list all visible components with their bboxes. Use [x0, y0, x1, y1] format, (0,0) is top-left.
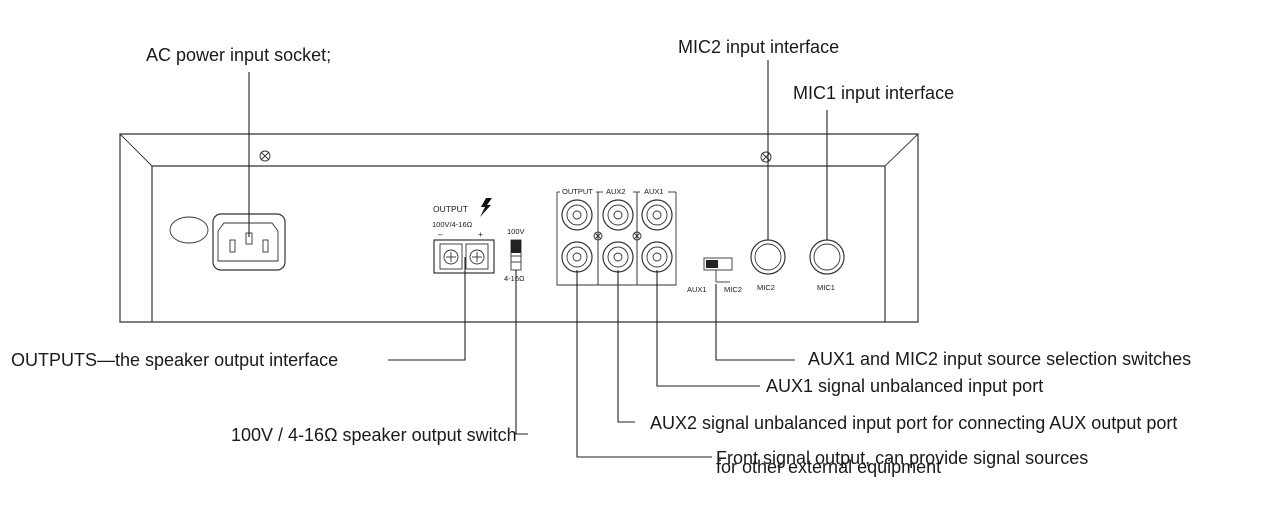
vent-hole — [169, 216, 209, 244]
selector-mic2-label: MIC2 — [724, 285, 742, 294]
switch-4-16-label: 4-16Ω — [504, 274, 525, 283]
jack-aux1-label: AUX1 — [644, 187, 664, 196]
rca-jack-group: OUTPUT AUX2 AUX1 — [556, 187, 677, 286]
callout-mic1-interface: MIC1 input interface — [793, 83, 954, 103]
selector-aux1-label: AUX1 — [687, 285, 707, 294]
rca-jack-icon — [561, 241, 593, 273]
jack-aux2-label: AUX2 — [606, 187, 626, 196]
output-rating: 100V/4-16Ω — [432, 220, 473, 229]
mic1-panel-label: MIC1 — [817, 283, 835, 292]
rca-jack-icon — [641, 241, 673, 273]
callout-outputs: OUTPUTS—the speaker output interface — [11, 350, 338, 370]
speaker-output-block: OUTPUT 100V/4-16Ω – + — [432, 198, 495, 274]
device-rear-panel — [119, 133, 919, 323]
mic2-panel-label: MIC2 — [757, 283, 775, 292]
callout-front-output-line1: Front signal output, can provide signal … — [716, 448, 1088, 468]
screw-icon — [632, 231, 642, 241]
rca-jack-icon — [641, 199, 673, 231]
callout-aux2-port: AUX2 signal unbalanced input port for co… — [650, 413, 1177, 433]
callout-front-output-line2: for other external equipment — [716, 457, 941, 477]
screw-icon — [259, 150, 271, 162]
mic-jack-icon — [750, 239, 786, 275]
rca-jack-icon — [602, 199, 634, 231]
plus-sign: + — [478, 229, 483, 239]
screw-icon — [760, 151, 772, 163]
input-source-selector: AUX1 MIC2 — [687, 257, 742, 294]
callout-mic2-interface: MIC2 input interface — [678, 37, 839, 57]
callout-aux1-port: AUX1 signal unbalanced input port — [766, 376, 1043, 396]
lightning-bolt-icon — [480, 198, 492, 217]
jack-output-label: OUTPUT — [562, 187, 593, 196]
switch-100v-label: 100V — [507, 227, 525, 236]
screw-icon — [593, 231, 603, 241]
speaker-output-switch: 100V 4-16Ω — [504, 227, 525, 283]
callout-selection-switches: AUX1 and MIC2 input source selection swi… — [808, 349, 1191, 369]
rca-jack-icon — [602, 241, 634, 273]
mic-jack-icon — [809, 239, 845, 275]
leader-lines — [248, 60, 828, 458]
minus-sign: – — [438, 229, 443, 239]
callout-ac-power: AC power input socket; — [146, 45, 331, 65]
callout-speaker-switch: 100V / 4-16Ω speaker output switch — [231, 425, 517, 445]
output-header: OUTPUT — [433, 204, 468, 214]
rca-jack-icon — [561, 199, 593, 231]
